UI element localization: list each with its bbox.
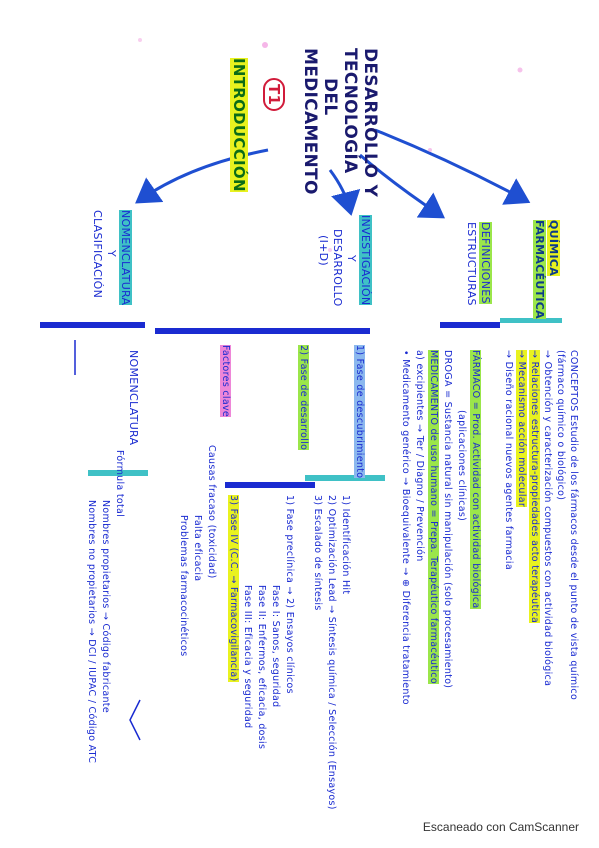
divider-bar-nomenclatura-low: [88, 470, 148, 476]
arrow-to-investigacion: [328, 169, 361, 216]
divider-bar-fase-descubrimiento: [305, 475, 385, 481]
divider-bar-fase-desarrollo: [225, 482, 315, 488]
divider-bar-nomenclatura: [40, 322, 145, 328]
arrow-to-definiciones: [359, 153, 445, 219]
divider-bar-investigacion: [155, 328, 370, 334]
divider-bar-definiciones: [440, 322, 500, 328]
scanner-footer: Escaneado con CamScanner: [422, 820, 579, 834]
arrow-to-quimica: [374, 128, 531, 205]
divider-bar-quimica: [500, 318, 562, 323]
arrow-to-nomenclatura: [135, 148, 269, 204]
bracket-nomenclatura: [129, 699, 141, 741]
